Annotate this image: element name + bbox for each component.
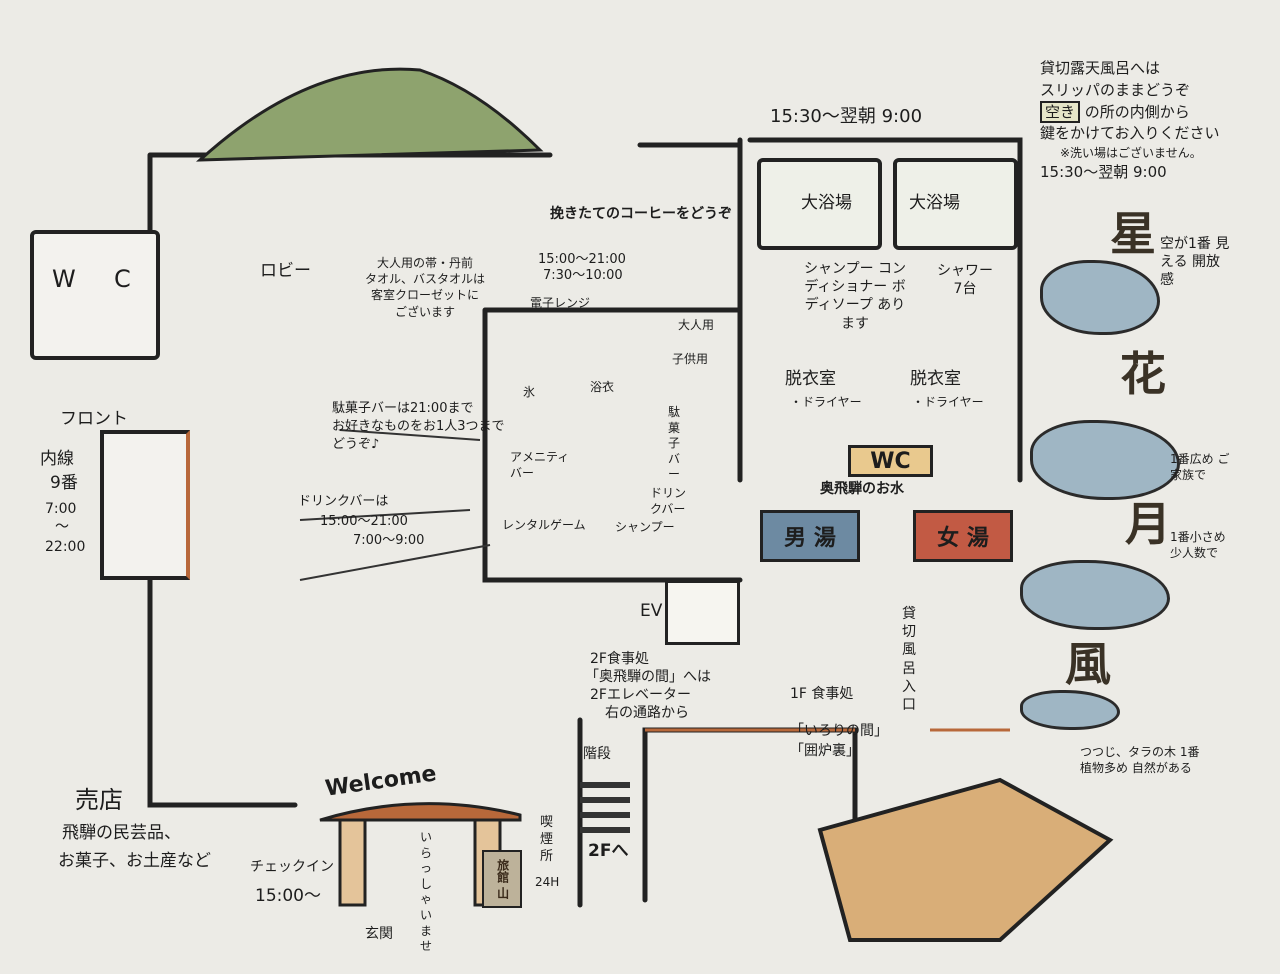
stairs-label: 階段: [583, 746, 611, 762]
front-open: 7:00: [45, 501, 77, 517]
front-ext-label: 内線: [40, 449, 74, 469]
microwave-label: 電子レンジ: [530, 296, 591, 310]
checkin-label: チェックイン: [250, 859, 334, 875]
entrance-label: 玄関: [365, 926, 393, 942]
shop-title: 売店: [75, 786, 123, 814]
bath-wc-label: WC: [870, 448, 911, 474]
lobby-wc: W C: [30, 230, 160, 360]
dining-1f-room: 「いろりの間」: [790, 723, 888, 739]
bath-kaze-name: 風: [1065, 637, 1111, 691]
hoshi-pond: [1040, 260, 1160, 335]
bath-left-room: 大浴場: [757, 158, 882, 250]
front-desk[interactable]: [100, 430, 190, 580]
notice-line: 鍵をかけてお入りください: [1040, 124, 1220, 143]
bath-tsuki-name: 月: [1125, 497, 1171, 551]
wc-w-label: W: [52, 265, 76, 293]
shop-line1: 飛騨の民芸品、: [62, 823, 181, 843]
shampoo-label: シャンプー: [615, 520, 675, 534]
bath-wc: WC: [848, 445, 933, 477]
wc-c-label: C: [114, 265, 131, 293]
coffee-hours2: 7:30〜10:00: [543, 268, 623, 283]
notice-line: ※洗い場はございません。: [1060, 146, 1202, 160]
dagashi-note: 駄菓子バーは21:00まで お好きなものをお1人3つまで どうぞ♪: [332, 400, 505, 455]
dining-2f-dir1: 2Fエレベーター: [590, 687, 691, 703]
child-yukata-label: 子供用: [672, 352, 709, 366]
note-line: 駄菓子バーは21:00まで: [332, 401, 474, 416]
dressing-room-left: 脱衣室: [785, 369, 836, 389]
bath-kaze-note: つつじ、タラの木 1番植物多め 自然がある: [1080, 745, 1200, 775]
private-bath-entrance: 貸切風呂入口: [902, 606, 916, 713]
note-line: どうぞ♪: [332, 437, 380, 453]
note-line: 7:00〜9:00: [353, 533, 425, 548]
bath-hours: 15:30〜翌朝 9:00: [770, 106, 923, 127]
notice-line: の所の内側から: [1084, 102, 1190, 121]
stairs-to-2f: 2Fへ: [588, 841, 629, 861]
bath-amenities: シャンプー コンディショナー ボディソープ あります: [803, 261, 907, 332]
water-label: 奥飛騨のお水: [820, 481, 904, 497]
drink-note: ドリンクバーは 15:00〜21:00 7:00〜9:00: [298, 492, 424, 551]
elevator-door[interactable]: [665, 580, 740, 645]
shower-count: シャワー 7台: [937, 263, 993, 298]
kaze-pond: [1020, 690, 1120, 730]
bath-right-room: 大浴場: [893, 158, 1018, 250]
women-bath-label: 女 湯: [937, 526, 989, 551]
bath-left-label: 大浴場: [801, 193, 852, 213]
checkin-time: 15:00〜: [255, 886, 321, 906]
tsuki-pond: [1020, 560, 1170, 630]
bath-hoshi-note: 空が1番 見える 開放感: [1160, 236, 1230, 289]
rental-game-label: レンタルゲーム: [502, 518, 586, 532]
note-line: お好きなものをお1人3つまで: [332, 419, 505, 435]
front-close: 22:00: [45, 539, 86, 555]
dining-1f-sub: 「囲炉裏」: [790, 743, 860, 759]
ryokan-sign-text: 旅館 山: [495, 858, 510, 900]
lobby-label: ロビー: [260, 261, 311, 281]
dining-1f-label: 1F 食事処: [790, 686, 854, 702]
bath-right-label: 大浴場: [909, 193, 960, 213]
men-bath-label: 男 湯: [784, 526, 836, 551]
room-items-note: 大人用の帯・丹前 タオル、バスタオルは 客室クローゼットに ございます: [365, 255, 485, 320]
women-bath-curtain[interactable]: 女 湯: [913, 510, 1013, 562]
smoking-area: 喫煙所: [540, 815, 554, 864]
men-bath-curtain[interactable]: 男 湯: [760, 510, 860, 562]
bath-hoshi-name: 星: [1110, 207, 1156, 261]
note-line: 客室クローゼットに: [371, 288, 480, 303]
front-sep: 〜: [55, 519, 69, 535]
greeting-text: いらっしゃいませ: [420, 830, 433, 954]
shop-line2: お菓子、お土産など: [58, 851, 211, 871]
vacant-badge: 空き: [1040, 100, 1081, 123]
dining-2f-label: 2F食事処: [590, 651, 649, 667]
dining-2f-room: 「奥飛騨の間」へは: [585, 669, 711, 685]
smoking-hours: 24H: [535, 875, 560, 889]
notice-hours: 15:30〜翌朝 9:00: [1040, 163, 1167, 182]
notice-line: 貸切露天風呂へは: [1040, 59, 1161, 77]
front-desk-title: フロント: [60, 409, 128, 429]
ryokan-sign: 旅館 山: [482, 850, 522, 908]
front-ext-number: 9番: [50, 473, 78, 493]
note-line: 15:00〜21:00: [320, 513, 408, 529]
drink-bar-label: ドリンクバー: [650, 486, 687, 516]
note-line: ドリンクバーは: [298, 494, 389, 509]
dryer-left: ・ドライヤー: [790, 395, 862, 409]
bath-hana-note: 1番広め ご家族で: [1170, 452, 1230, 482]
yukata-label: 浴衣: [590, 380, 615, 394]
dining-2f-dir2: 右の通路から: [605, 705, 689, 721]
adult-yukata-label: 大人用: [678, 318, 715, 332]
bath-hana-name: 花: [1120, 347, 1166, 401]
dryer-right: ・ドライヤー: [912, 395, 984, 409]
private-bath-notice: 貸切露天風呂へは スリッパのままどうぞ 空き の所の内側から 鍵をかけてお入りく…: [1040, 58, 1220, 184]
note-line: タオル、バスタオルは: [365, 272, 486, 287]
note-line: ございます: [395, 304, 456, 319]
ice-label: 氷: [523, 385, 536, 399]
coffee-title: 挽きたてのコーヒーをどうぞ: [550, 206, 732, 222]
dagashi-bar-label: 駄菓子バー: [668, 405, 681, 482]
amenity-bar-label: アメニティバー: [510, 450, 570, 480]
dressing-room-right: 脱衣室: [910, 369, 961, 389]
elevator-label: EV: [640, 601, 663, 621]
bath-tsuki-note: 1番小さめ 少人数で: [1170, 530, 1226, 560]
notice-line: スリッパのままどうぞ: [1040, 80, 1191, 99]
note-line: 大人用の帯・丹前: [377, 256, 474, 270]
coffee-hours1: 15:00〜21:00: [538, 252, 626, 267]
hana-pond: [1030, 420, 1180, 500]
